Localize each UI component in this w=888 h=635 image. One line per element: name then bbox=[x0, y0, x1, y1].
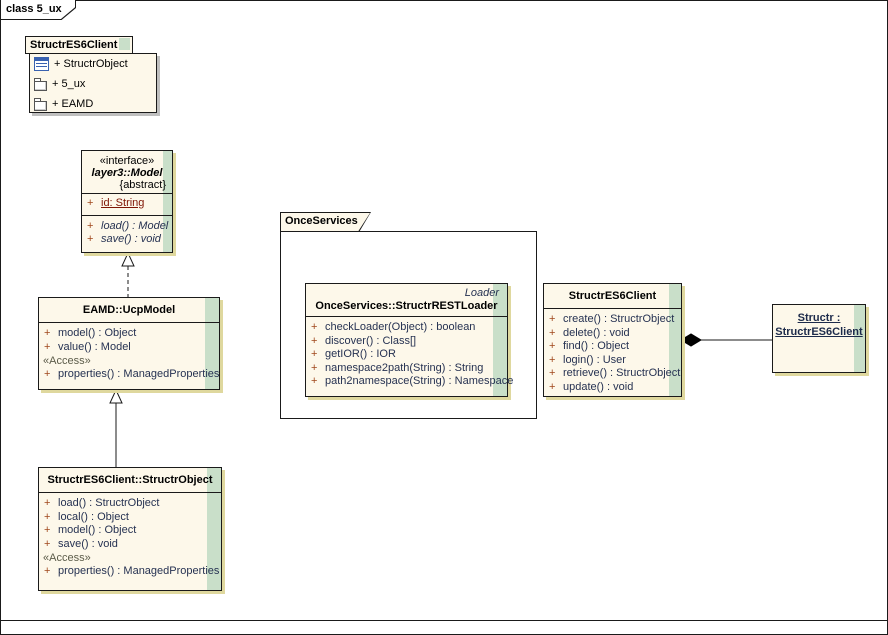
class-name: EAMD::UcpModel bbox=[82, 304, 176, 316]
operation-create: create() : StructrObject bbox=[563, 313, 675, 325]
gradient-strip bbox=[205, 298, 219, 389]
operation-row: + path2namespace(String) : Namespace bbox=[311, 375, 514, 387]
frame-bottom-line bbox=[0, 620, 888, 621]
class-eamd-ucpmodel[interactable]: EAMD::UcpModel + model() : Object + valu… bbox=[38, 297, 220, 390]
operation-row: + properties() : ManagedProperties bbox=[44, 368, 220, 380]
package-tab[interactable]: StructrES6Client bbox=[25, 36, 133, 54]
interface-stereotype: «interface» bbox=[99, 155, 155, 167]
gradient-strip bbox=[119, 38, 130, 50]
object-structr-instance[interactable]: Structr : StructrES6Client bbox=[772, 304, 866, 373]
operation-path2namespace: path2namespace(String) : Namespace bbox=[325, 375, 514, 387]
interface-name: layer3::Model bbox=[91, 167, 163, 179]
operation-row: + model() : Object bbox=[44, 524, 137, 536]
operation-discover: discover() : Class[] bbox=[325, 334, 417, 347]
gradient-strip bbox=[207, 468, 221, 590]
class-icon bbox=[34, 57, 49, 71]
attribute-row: + id: String bbox=[87, 197, 145, 209]
package-item-label: + EAMD bbox=[52, 98, 94, 110]
operation-save: save() : void bbox=[101, 233, 161, 245]
operation-row: + update() : void bbox=[549, 380, 634, 393]
class-name: StructrES6Client::StructrObject bbox=[47, 474, 213, 486]
operation-row: + getIOR() : IOR bbox=[311, 348, 396, 360]
package-item-structrobject[interactable]: + StructrObject bbox=[30, 54, 156, 74]
frame-tab-fill bbox=[1, 0, 75, 19]
gradient-strip bbox=[163, 151, 172, 252]
operation-row: + model() : Object bbox=[44, 327, 137, 339]
operation-login: login() : User bbox=[563, 353, 626, 366]
operation-local: local() : Object bbox=[58, 510, 129, 523]
gradient-strip bbox=[854, 305, 865, 372]
operation-load: load() : Model bbox=[101, 219, 169, 232]
gradient-strip bbox=[493, 284, 507, 396]
access-stereotype: «Access» bbox=[43, 355, 91, 367]
operation-row: + load() : Model bbox=[87, 219, 169, 232]
package-item-5ux[interactable]: + 5_ux bbox=[30, 74, 156, 94]
package-name: OnceServices bbox=[285, 215, 358, 227]
generalization-connector[interactable] bbox=[109, 388, 123, 467]
operation-update: update() : void bbox=[563, 380, 634, 393]
class-name: StructrES6Client bbox=[568, 290, 657, 302]
class-onceservices-structrrestloader[interactable]: Loader OnceServices::StructrRESTLoader +… bbox=[305, 283, 514, 397]
abstract-tag: {abstract} bbox=[119, 179, 166, 191]
package-tab-fill bbox=[281, 213, 370, 231]
package-icon bbox=[34, 77, 47, 91]
package-item-label: + 5_ux bbox=[52, 78, 86, 90]
operation-model: model() : Object bbox=[58, 524, 137, 536]
class-structres6client-structrobject[interactable]: StructrES6Client::StructrObject + load()… bbox=[38, 467, 222, 591]
class-structres6client[interactable]: StructrES6Client + create() : StructrObj… bbox=[543, 283, 682, 397]
operation-row: + create() : StructrObject bbox=[549, 313, 675, 325]
operation-retrieve: retrieve() : StructrObject bbox=[563, 367, 681, 379]
operation-properties: properties() : ManagedProperties bbox=[58, 565, 220, 577]
operation-load: load() : StructrObject bbox=[58, 497, 160, 509]
diagram-title: class 5_ux bbox=[6, 3, 62, 15]
role-label: Loader bbox=[464, 287, 499, 299]
operation-getior: getIOR() : IOR bbox=[325, 348, 396, 360]
operation-row: + checkLoader(Object) : boolean bbox=[311, 321, 476, 333]
operation-row: + local() : Object bbox=[44, 510, 129, 523]
operation-row: + find() : Object bbox=[549, 340, 630, 352]
realization-connector[interactable] bbox=[121, 251, 135, 297]
operation-row: + save() : void bbox=[87, 233, 161, 245]
operation-find: find() : Object bbox=[563, 340, 630, 352]
class-name: OnceServices::StructrRESTLoader bbox=[315, 300, 498, 312]
operation-save: save() : void bbox=[58, 537, 118, 550]
access-stereotype: «Access» bbox=[43, 552, 91, 564]
interface-layer3-model[interactable]: «interface» layer3::Model {abstract} + i… bbox=[81, 150, 173, 253]
package-item-eamd[interactable]: + EAMD bbox=[30, 94, 156, 114]
composition-connector[interactable] bbox=[680, 333, 772, 347]
operation-value: value() : Model bbox=[58, 340, 131, 353]
operation-model: model() : Object bbox=[58, 327, 137, 339]
package-name: StructrES6Client bbox=[30, 39, 118, 51]
operation-row: + load() : StructrObject bbox=[44, 497, 160, 509]
package-icon bbox=[34, 97, 47, 111]
operation-row: + save() : void bbox=[44, 537, 118, 550]
package-tab-fill bbox=[26, 37, 132, 53]
operation-row: + login() : User bbox=[549, 353, 626, 366]
operation-row: + retrieve() : StructrObject bbox=[549, 367, 681, 379]
operation-row: + properties() : ManagedProperties bbox=[44, 565, 220, 577]
operation-row: + discover() : Class[] bbox=[311, 334, 417, 347]
operation-delete: delete() : void bbox=[563, 326, 630, 339]
operation-row: + value() : Model bbox=[44, 340, 131, 353]
object-name-line1: Structr : bbox=[797, 312, 841, 324]
operation-namespace2path: namespace2path(String) : String bbox=[325, 361, 484, 374]
operation-properties: properties() : ManagedProperties bbox=[58, 368, 220, 380]
operation-checkloader: checkLoader(Object) : boolean bbox=[325, 321, 476, 333]
operation-row: + namespace2path(String) : String bbox=[311, 361, 484, 374]
attribute-id: id: String bbox=[101, 197, 145, 209]
gradient-strip bbox=[669, 284, 681, 396]
package-item-label: + StructrObject bbox=[54, 58, 128, 70]
package-body[interactable]: + StructrObject + 5_ux + EAMD bbox=[29, 53, 157, 113]
operation-row: + delete() : void bbox=[549, 326, 630, 339]
package-tab[interactable]: OnceServices bbox=[280, 212, 371, 232]
object-name-line2: StructrES6Client bbox=[775, 326, 863, 338]
